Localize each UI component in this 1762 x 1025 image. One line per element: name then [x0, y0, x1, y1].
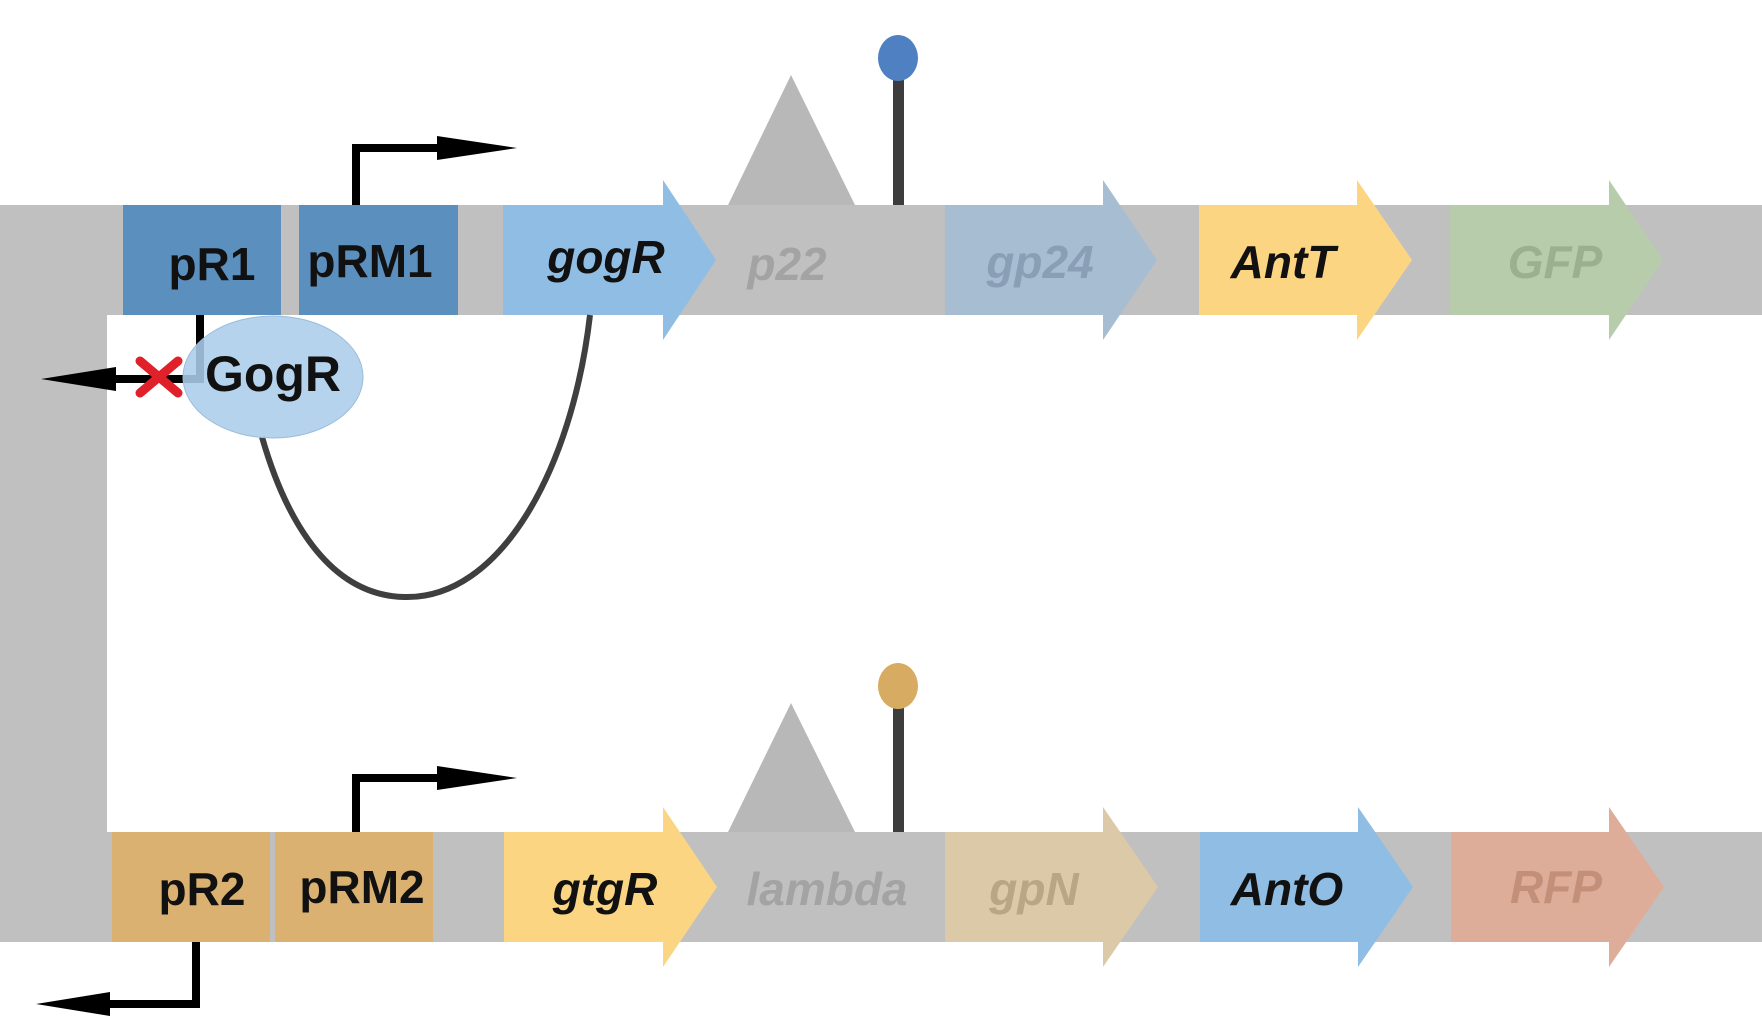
- transcription-arrow-prm1-line: [352, 144, 445, 205]
- terminator-bottom-stem: [893, 703, 904, 832]
- rbs-bottom: [728, 703, 855, 832]
- promoter-prm1: [299, 205, 458, 315]
- gene-p22-label: p22: [745, 238, 827, 290]
- terminator-bottom-head: [878, 663, 918, 709]
- terminator-top-head: [878, 35, 918, 81]
- promoter-pr1-label: pR1: [169, 238, 256, 290]
- gene-rfp-arrow: [1451, 807, 1664, 967]
- promoter-prm1-label: pRM1: [307, 235, 432, 287]
- transcription-arrow-prm2-line: [352, 774, 445, 832]
- gene-gp24-label: gp24: [985, 236, 1093, 288]
- promoter-pr2-label: pR2: [159, 863, 246, 915]
- promoter-pr2: [112, 832, 270, 942]
- transcription-arrow-prm1-head: [437, 136, 517, 160]
- promoter-prm2: [275, 832, 433, 942]
- gene-rfp-label: RFP: [1510, 861, 1602, 913]
- gene-gtgr-arrow: [504, 807, 717, 967]
- backbone-left-connector: [0, 205, 107, 942]
- gene-antt-label: AntT: [1230, 236, 1340, 288]
- gene-gogr-arrow: [503, 180, 716, 340]
- transcription-arrow-pr2-head: [36, 992, 110, 1016]
- gene-antt-arrow: [1199, 180, 1412, 340]
- gene-anto-label: AntO: [1230, 863, 1344, 915]
- repression-x-icon: [135, 356, 183, 398]
- gene-gfp-label: GFP: [1508, 236, 1603, 288]
- promoter-prm2-label: pRM2: [299, 861, 424, 913]
- gene-gfp-arrow: [1450, 180, 1663, 340]
- gene-gp24-arrow: [945, 180, 1157, 340]
- transcription-arrow-pr2-line: [100, 942, 200, 1008]
- rbs-top: [728, 75, 855, 205]
- promoter-pr1: [123, 205, 281, 315]
- gene-gpn-label: gpN: [988, 863, 1079, 915]
- gene-gtgr-label: gtgR: [552, 863, 658, 915]
- gene-lambda-label: lambda: [746, 863, 907, 915]
- transcription-arrow-pr1-head: [41, 367, 116, 391]
- gene-anto-arrow: [1200, 807, 1413, 967]
- expression-connector: [259, 314, 593, 601]
- gene-gogr-label: gogR: [546, 231, 665, 283]
- gogr-protein-label: GogR: [205, 346, 341, 402]
- gogr-protein: [182, 315, 364, 439]
- gene-gpn-arrow: [945, 807, 1158, 967]
- terminator-top-stem: [893, 75, 904, 205]
- transcription-arrow-prm2-head: [437, 766, 517, 790]
